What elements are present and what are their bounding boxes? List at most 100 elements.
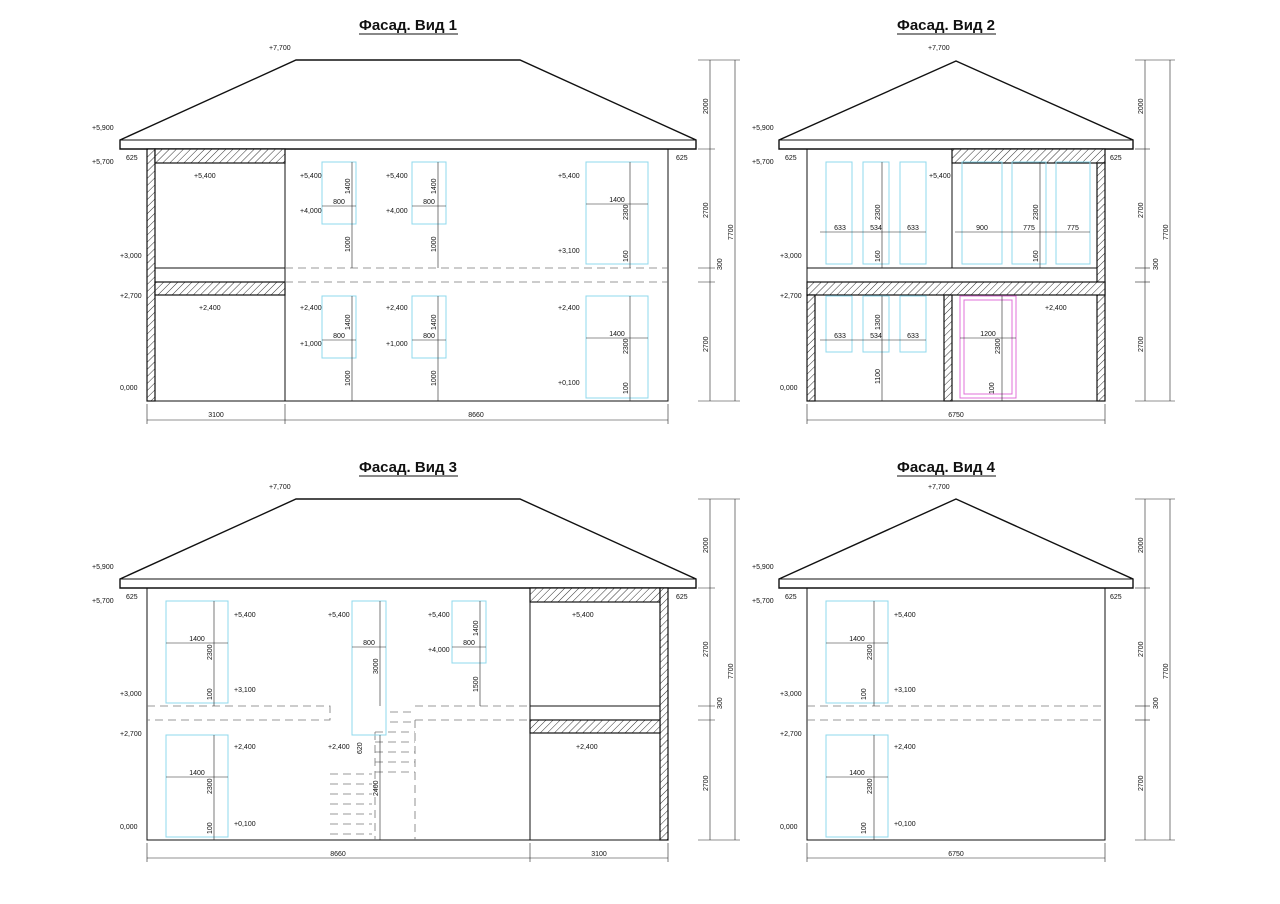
entrance-door-leaf xyxy=(963,299,1013,395)
dimension-label: 2700 xyxy=(1138,775,1145,791)
level-mark: +2,400 xyxy=(1045,305,1067,312)
dimension-label: 633 xyxy=(834,225,846,232)
dimension-label: 1400 xyxy=(431,178,438,194)
dimension-label: 2700 xyxy=(703,641,710,657)
level-mark: +2,400 xyxy=(558,305,580,312)
level-mark: +5,700 xyxy=(752,598,774,605)
dimension-label: 2300 xyxy=(1033,204,1040,220)
window xyxy=(899,161,927,265)
dimension-label: 3100 xyxy=(208,412,224,419)
level-mark: +5,400 xyxy=(572,612,594,619)
dimension-label: 1400 xyxy=(849,636,865,643)
dimension-label: 160 xyxy=(1033,250,1040,262)
wall-section-left xyxy=(146,148,156,402)
window xyxy=(351,600,387,736)
level-mark: 0,000 xyxy=(780,824,798,831)
dimension-label: 1200 xyxy=(980,331,996,338)
facade-view-1: Фасад. Вид 1 800 800 800 800 1400 1400 xyxy=(92,17,740,424)
dimension-label: 1000 xyxy=(345,236,352,252)
wall-section-mid xyxy=(943,294,953,402)
roof xyxy=(119,498,697,589)
dimension-label: 2700 xyxy=(1138,202,1145,218)
beam-top xyxy=(529,587,661,603)
dimension-label: 2300 xyxy=(623,338,630,354)
dimension-label: 2300 xyxy=(867,778,874,794)
dimension-label: 2000 xyxy=(1138,98,1145,114)
dimension-label: 300 xyxy=(717,258,724,270)
roof xyxy=(778,60,1134,150)
level-mark: +7,700 xyxy=(269,484,291,491)
dimension-label: 800 xyxy=(463,640,475,647)
level-mark: 0,000 xyxy=(780,385,798,392)
dimension-label: 2300 xyxy=(207,778,214,794)
beam-top xyxy=(154,148,286,164)
dimension-label: 1000 xyxy=(431,370,438,386)
dimension-label: 2700 xyxy=(1138,336,1145,352)
dimension-label: 6750 xyxy=(948,851,964,858)
window xyxy=(321,161,357,225)
level-mark: +3,000 xyxy=(780,691,802,698)
window xyxy=(321,295,357,359)
facade-view-4: Фасад. Вид 4 1400 1400 2300 100 2300 100… xyxy=(752,459,1175,862)
wall-section-left xyxy=(806,294,816,402)
dimension-label: 2700 xyxy=(1138,641,1145,657)
level-mark: +3,000 xyxy=(780,253,802,260)
dimension-label: 100 xyxy=(861,822,868,834)
dimension-label: 534 xyxy=(870,225,882,232)
dimension-label: 625 xyxy=(785,155,797,162)
window xyxy=(961,161,1003,265)
level-mark: +7,700 xyxy=(928,484,950,491)
level-mark: +5,400 xyxy=(194,173,216,180)
level-mark: +2,700 xyxy=(120,293,142,300)
entrance-door xyxy=(959,295,1017,399)
dimension-label: 160 xyxy=(623,250,630,262)
level-mark: +5,400 xyxy=(328,612,350,619)
level-mark: +1,000 xyxy=(300,341,322,348)
facade-view-2: Фасад. Вид 2 633 534 633 900 775 775 xyxy=(752,17,1175,424)
level-mark: +2,400 xyxy=(300,305,322,312)
dimension-label: 800 xyxy=(333,199,345,206)
dimension-label: 625 xyxy=(126,155,138,162)
dimension-label: 1400 xyxy=(609,197,625,204)
door xyxy=(825,734,889,838)
dimension-label: 625 xyxy=(676,155,688,162)
dimension-label: 800 xyxy=(423,199,435,206)
level-mark: +0,100 xyxy=(894,821,916,828)
window xyxy=(451,600,487,664)
level-mark: +3,000 xyxy=(120,691,142,698)
beam-mid xyxy=(529,719,661,734)
dimension-label: 1400 xyxy=(345,178,352,194)
level-mark: +1,000 xyxy=(386,341,408,348)
dimension-label: 3100 xyxy=(591,851,607,858)
door xyxy=(165,734,229,838)
level-mark: +2,400 xyxy=(894,744,916,751)
level-mark: +5,900 xyxy=(752,125,774,132)
dimension-label: 800 xyxy=(363,640,375,647)
dimension-label: 7700 xyxy=(728,224,735,240)
dimension-label: 8660 xyxy=(330,851,346,858)
dimension-label: 2300 xyxy=(867,644,874,660)
level-mark: +5,900 xyxy=(92,125,114,132)
level-mark: +3,100 xyxy=(894,687,916,694)
level-mark: +2,400 xyxy=(328,744,350,751)
dimension-label: 300 xyxy=(717,697,724,709)
window xyxy=(825,161,853,265)
dimension-label: 1400 xyxy=(189,636,205,643)
view-3-title: Фасад. Вид 3 xyxy=(359,459,457,476)
window xyxy=(1011,161,1047,265)
dimension-label: 1400 xyxy=(345,314,352,330)
level-mark: +7,700 xyxy=(269,45,291,52)
dimension-label: 1300 xyxy=(875,314,882,330)
dimension-label: 1500 xyxy=(473,676,480,692)
wall-section-right xyxy=(659,587,669,841)
slab-section xyxy=(806,281,1106,296)
level-mark: +2,400 xyxy=(199,305,221,312)
level-mark: +5,400 xyxy=(929,173,951,180)
view-4-title: Фасад. Вид 4 xyxy=(897,459,996,476)
dimension-label: 620 xyxy=(357,742,364,754)
level-mark: +5,700 xyxy=(752,159,774,166)
dimension-label: 775 xyxy=(1067,225,1079,232)
level-mark: 0,000 xyxy=(120,385,138,392)
level-mark: +5,400 xyxy=(428,612,450,619)
